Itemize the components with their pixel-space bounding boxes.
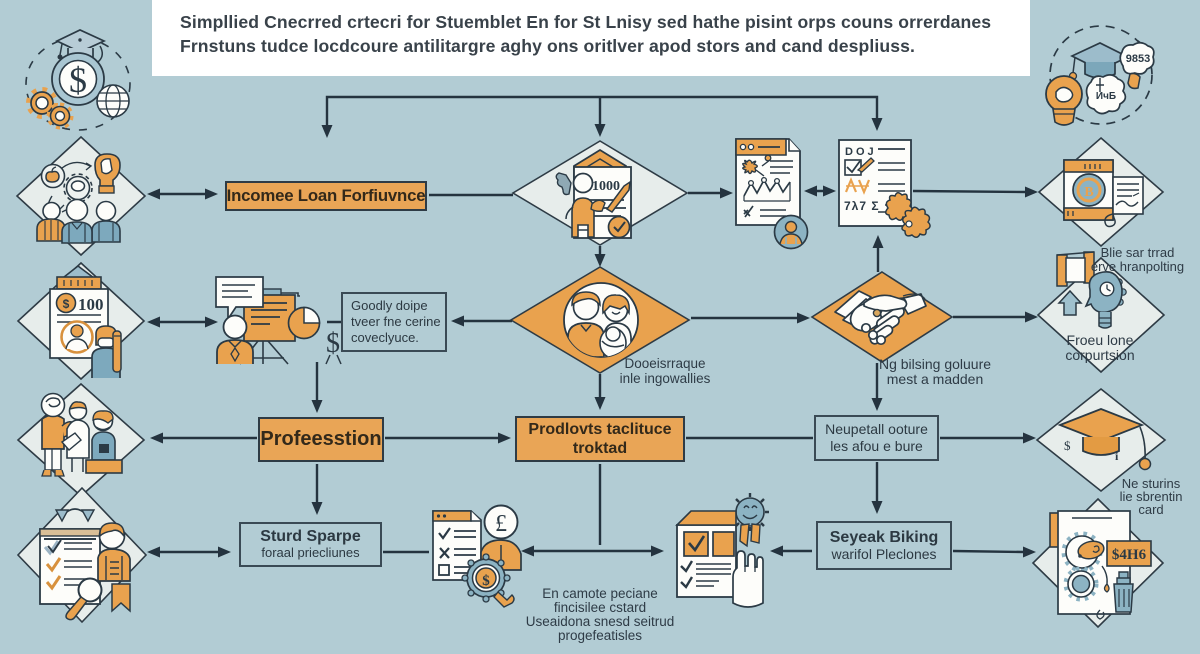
svg-text:1000: 1000 <box>592 179 620 194</box>
svg-text:$: $ <box>63 297 70 311</box>
svg-text:DOJ: DOJ <box>845 146 877 158</box>
svg-text:$: $ <box>69 60 87 100</box>
svg-text:£: £ <box>495 511 507 537</box>
svg-text:7λ7 Σ: 7λ7 Σ <box>844 199 880 213</box>
svg-text:$4H6: $4H6 <box>1112 547 1147 563</box>
svg-text:$: $ <box>482 573 490 589</box>
svg-text:9853: 9853 <box>1126 53 1150 65</box>
svg-text:$: $ <box>1064 438 1071 453</box>
svg-text:B: B <box>1084 185 1093 200</box>
svg-text:i: i <box>1115 449 1119 463</box>
svg-text:100: 100 <box>78 295 104 314</box>
svg-text:$: $ <box>326 328 340 359</box>
svg-text:ИчБ: ИчБ <box>1096 91 1116 102</box>
